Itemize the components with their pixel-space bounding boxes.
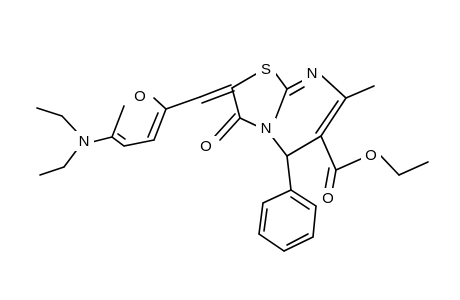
bond-ph-2-3 — [258, 202, 264, 235]
bond-c5-phenyl — [286, 155, 292, 191]
bond-furan-c4-c5-inner — [117, 133, 126, 140]
bond-ph-1-2 — [262, 189, 292, 204]
bond-ethyl2-ch2 — [63, 150, 77, 168]
bond-furan-c4-c5 — [111, 136, 125, 147]
bond-furan-c2-c3-inner — [147, 112, 159, 138]
bond-c6-ester-c — [320, 135, 337, 171]
bond-ethyl-ch3 — [398, 161, 429, 176]
atom-oxygen-carbonyl: O — [200, 138, 212, 155]
bond-c3-o-b — [214, 113, 236, 137]
bond-ph-inner-a — [263, 208, 268, 232]
bond-c7-c6-b — [315, 100, 339, 134]
bond-ch-c2-double-a — [199, 84, 232, 98]
bond-n4-c3 — [239, 117, 258, 127]
bond-ethyl1-ch3 — [36, 107, 63, 117]
bond-c7-methyl — [345, 85, 375, 99]
bond-n8-c7 — [321, 75, 347, 99]
bond-c7-c6-a — [320, 97, 347, 137]
bond-ph-3-4 — [258, 233, 285, 252]
atom-sulfur: S — [261, 61, 271, 78]
bond-ph-inner-b — [286, 233, 309, 246]
bond-ch-c2-double-b — [201, 90, 235, 104]
bond-c7a-n8-b — [289, 86, 305, 96]
bond-o-ethyl-ch2 — [379, 154, 400, 176]
atom-oxygen-ester-double: O — [322, 190, 334, 207]
bond-ethyl1-ch2 — [61, 115, 77, 132]
atom-labels: S N N N O O O O — [74, 59, 381, 208]
bond-ph-6-1 — [290, 189, 317, 207]
atom-nitrogen-imine: N — [307, 65, 318, 82]
bond-n-furan — [91, 136, 113, 143]
bond-c3-c2 — [231, 87, 241, 119]
atom-nitrogen-amine: N — [79, 133, 90, 150]
atom-oxygen-furan: O — [134, 88, 146, 105]
bond-ester-c-o-single — [335, 157, 364, 171]
bond-furan-c3-c4 — [123, 139, 155, 147]
bond-c6-c5 — [286, 135, 322, 157]
bond-ph-4-5 — [283, 236, 314, 252]
bond-ph-inner-c — [290, 196, 310, 210]
bond-c7a-n4 — [274, 88, 288, 121]
atom-nitrogen-ring: N — [261, 120, 272, 137]
bond-furan-c5-o — [111, 105, 125, 138]
bond-lines — [36, 73, 429, 252]
bond-ph-5-6 — [312, 205, 317, 238]
bond-s-c7a — [275, 73, 288, 90]
bond-c3-o-a — [219, 117, 241, 141]
bond-c2-s — [231, 73, 257, 89]
bond-furan-ch — [165, 96, 201, 110]
bond-furan-c2-c3 — [153, 108, 167, 141]
bond-ethyl2-ch3 — [39, 166, 65, 176]
bond-furan-o-c2 — [153, 97, 167, 110]
atom-oxygen-ester-single: O — [365, 147, 377, 164]
bond-ester-c-o-double-b — [324, 167, 330, 191]
bond-c7a-n8-a — [286, 80, 303, 90]
